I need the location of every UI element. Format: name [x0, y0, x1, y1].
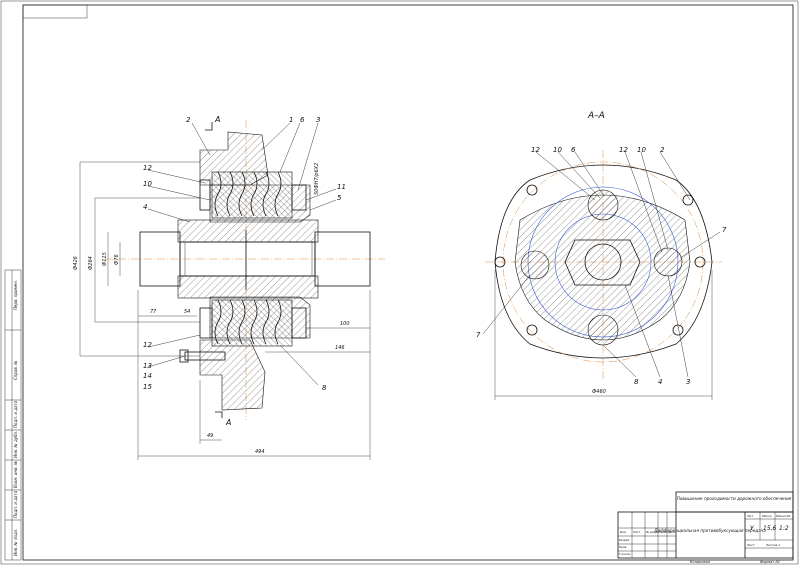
- section-title: A–A: [587, 111, 605, 121]
- dim-494: 494: [255, 449, 265, 455]
- section-mark-bottom: A: [225, 418, 231, 427]
- dim-d76: Ф76: [114, 254, 120, 265]
- tb-row-2: № докум.: [645, 530, 660, 534]
- dim-77: 77: [150, 309, 157, 315]
- tb-mass-value: 15,6: [763, 525, 777, 532]
- dim-d460: Ф460: [592, 389, 606, 395]
- callout-left-12a: 12: [143, 164, 152, 172]
- dim-100: 100: [340, 321, 350, 327]
- callout-right-6: 6: [571, 146, 576, 154]
- longitudinal-section: A A Ф426 Ф264 Ф115 Ф76 77 54 100 146 49 …: [73, 115, 385, 460]
- section-view-a-a: A–A Ф460: [476, 111, 727, 400]
- strip-label-5: Подп. и дата: [13, 490, 18, 518]
- strip-label-6: Инв. № подл.: [13, 528, 18, 556]
- callout-left-1: 1: [289, 116, 293, 124]
- callout-left-4: 4: [143, 203, 147, 211]
- callout-right-10b: 10: [637, 146, 646, 154]
- callout-right-2: 2: [660, 146, 665, 154]
- tb-role-2: Т.контр.: [619, 552, 631, 556]
- callout-left-8: 8: [322, 384, 327, 392]
- dim-54: 54: [184, 309, 190, 315]
- drawing-title: Дифференциальная противобуксующая переда…: [653, 528, 766, 533]
- title-block: Повышение проходимости дорожного обеспеч…: [617, 491, 794, 564]
- strip-label-2: Подп. и дата: [13, 400, 18, 428]
- callout-left-14: 14: [143, 372, 152, 380]
- dim-d264: Ф264: [88, 256, 94, 270]
- dim-spline: 50ФН7/р6X2: [314, 163, 320, 195]
- callout-left-15: 15: [143, 383, 152, 391]
- callout-left-5: 5: [337, 194, 342, 202]
- tb-scale-label: Масштаб: [776, 514, 790, 518]
- tb-lit: Лит.: [746, 514, 754, 518]
- callout-left-13: 13: [143, 362, 152, 370]
- callout-right-3: 3: [686, 378, 690, 386]
- section-mark-top: A: [214, 115, 220, 124]
- strip-label-4: Взам. инв. №: [13, 461, 18, 488]
- corner-stamp: [22, 4, 88, 19]
- callout-left-11: 11: [337, 183, 346, 191]
- strip-label-1: Справ. №: [13, 361, 18, 380]
- dim-146: 146: [335, 345, 345, 351]
- tb-role-1: Пров.: [619, 545, 627, 549]
- tb-role-0: Разраб.: [619, 538, 630, 542]
- callout-left-3: 3: [316, 116, 320, 124]
- callout-right-12a: 12: [531, 146, 540, 154]
- callout-left-2: 2: [186, 116, 191, 124]
- tb-row-1: Лист: [632, 530, 640, 534]
- inner-frame: [22, 4, 794, 561]
- tb-copied: Копировал: [690, 560, 711, 564]
- tb-row-4: Дата: [667, 530, 676, 534]
- callout-left-10: 10: [143, 180, 152, 188]
- dim-d426: Ф426: [73, 256, 79, 270]
- tb-sheet: Лист: [746, 543, 755, 547]
- tb-lit-value: У: [750, 525, 754, 532]
- tb-row-3: Подп.: [659, 530, 668, 534]
- tb-scale-value: 1:2: [779, 525, 789, 532]
- callout-right-12b: 12: [619, 146, 628, 154]
- strip-label-3: Инв. № дубл.: [13, 431, 18, 458]
- dim-49: 49: [207, 433, 213, 439]
- callout-left-12b: 12: [143, 341, 152, 349]
- callout-right-10a: 10: [553, 146, 562, 154]
- project-name: Повышение проходимости дорожного обеспеч…: [677, 496, 792, 501]
- tb-mass: Масса: [762, 514, 772, 518]
- callout-right-4: 4: [658, 378, 662, 386]
- callout-left-6: 6: [300, 116, 305, 124]
- callout-right-8: 8: [634, 378, 639, 386]
- dim-d115: Ф115: [102, 252, 108, 266]
- tb-format: Формат А1: [760, 560, 780, 564]
- left-side-strip: Перв. примен. Справ. № Подп. и дата Инв.…: [4, 269, 22, 561]
- callout-right-7b: 7: [476, 331, 481, 339]
- tb-sheets: Листов 1: [765, 543, 780, 547]
- strip-label-0: Перв. примен.: [13, 280, 18, 310]
- callout-right-7a: 7: [722, 226, 727, 234]
- tb-row-0: Изм.: [620, 530, 627, 534]
